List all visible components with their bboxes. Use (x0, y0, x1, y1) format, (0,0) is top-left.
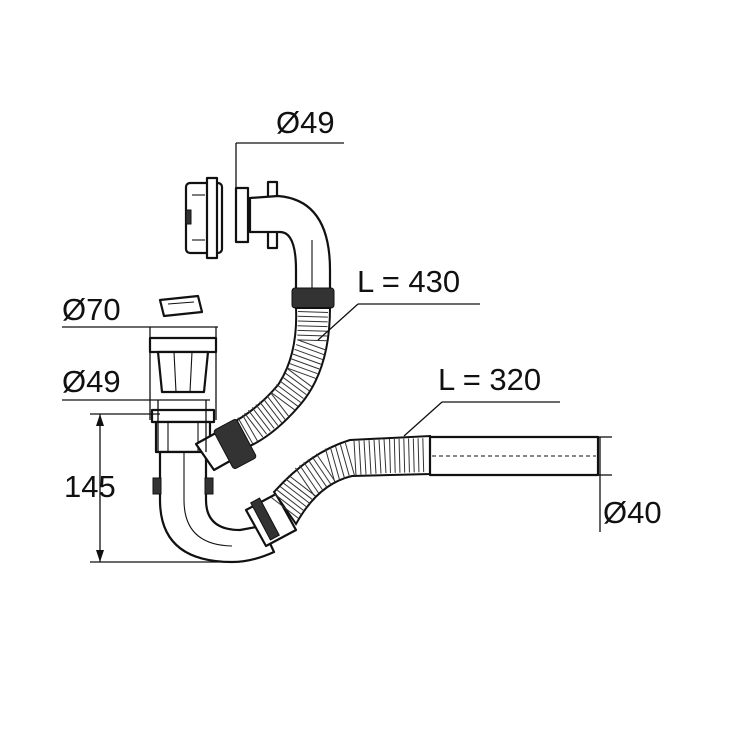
hose-rib (303, 461, 324, 491)
outlet-hose-length-label: L = 320 (438, 362, 541, 397)
dim-overflow-hose-length: L = 430 (317, 264, 480, 341)
hose-rib (287, 367, 316, 379)
hose-rib (324, 448, 336, 482)
hose-rib (297, 320, 328, 323)
hose-rib (281, 376, 307, 396)
trap-u-bend (152, 450, 276, 564)
hose-rib (273, 387, 299, 407)
hose-rib (270, 391, 296, 411)
hose-rib (403, 438, 406, 473)
hose-rib (266, 395, 286, 421)
dim-outlet-pipe-diameter: Ø40 (598, 436, 662, 532)
hose-rib (285, 478, 314, 501)
hose-rib (297, 329, 328, 332)
hose-rib (271, 497, 299, 519)
hose-rib (363, 440, 367, 475)
hose-rib (389, 438, 391, 474)
overflow-diameter-label: Ø49 (276, 105, 335, 140)
hose-rib (294, 348, 323, 361)
hose-rib (297, 339, 328, 342)
hose-rib (334, 445, 346, 479)
hose-rib (247, 410, 268, 435)
hose-rib (297, 311, 329, 313)
hose-rib (368, 440, 372, 475)
outlet-corrugated-hose (271, 434, 431, 526)
hose-rib (287, 368, 313, 388)
hose-rib (297, 325, 328, 328)
hose-rib (297, 339, 327, 351)
hose-rib (259, 401, 279, 426)
dim-drain-outlet-diameter: Ø49 (62, 364, 210, 452)
hose-rib (408, 438, 410, 473)
hose-rib (276, 384, 301, 403)
hose-rib (299, 464, 320, 494)
hose-rib (276, 489, 305, 512)
hose-rib (412, 438, 415, 473)
hose-rib (251, 407, 271, 432)
hose-rib (315, 453, 336, 483)
dim-trap-height: 145 (64, 413, 240, 563)
outlet-coupling (244, 492, 298, 548)
hose-rib (289, 362, 318, 375)
overflow-corrugated-hose (226, 307, 332, 452)
hose-rib (296, 344, 325, 356)
hose-rib (255, 404, 275, 429)
hose-rib (417, 438, 420, 473)
drain-stopper (158, 294, 204, 318)
overflow-tee-branch (194, 419, 257, 472)
drain-flange-diameter-label: Ø70 (62, 292, 121, 327)
hose-rib (383, 439, 387, 474)
hose-rib (311, 456, 332, 486)
dim-drain-flange-diameter: Ø70 (62, 292, 218, 420)
outlet-pipe (428, 435, 600, 477)
trap-height-label: 145 (64, 469, 116, 504)
hose-rib (339, 444, 351, 478)
hose-rib (307, 459, 328, 488)
hose-rib (329, 447, 341, 481)
hose-rib (262, 398, 283, 423)
hose-rib (398, 438, 401, 473)
hose-rib (295, 467, 315, 497)
hose-rib (242, 414, 258, 442)
hose-rib (393, 438, 396, 473)
hose-rib (353, 440, 357, 476)
overflow-elbow (248, 194, 335, 309)
hose-rib (237, 417, 254, 444)
hose-rib (358, 440, 362, 475)
hose-rib (297, 315, 328, 318)
hose-rib (288, 474, 316, 497)
outlet-pipe-diameter-label: Ø40 (603, 495, 662, 530)
hose-rib (422, 438, 425, 473)
hose-rib (373, 439, 377, 474)
hose-rib (344, 442, 356, 476)
drain-outlet-diameter-label: Ø49 (62, 364, 121, 399)
hose-rib (284, 372, 310, 392)
hose-rib (244, 412, 264, 438)
hose-rib (274, 493, 302, 516)
hose-rib (270, 392, 290, 418)
overflow-cap (184, 176, 224, 260)
hose-rib (290, 358, 320, 370)
hose-rib (378, 439, 382, 474)
hose-rib (292, 353, 322, 365)
hose-rib (279, 486, 308, 508)
dim-overflow-diameter: Ø49 (235, 105, 344, 242)
dim-outlet-hose-length: L = 320 (403, 362, 560, 437)
hose-rib (282, 482, 311, 504)
hose-rib (279, 380, 304, 399)
overflow-hose-length-label: L = 430 (357, 264, 460, 299)
drain-strainer (148, 336, 218, 394)
